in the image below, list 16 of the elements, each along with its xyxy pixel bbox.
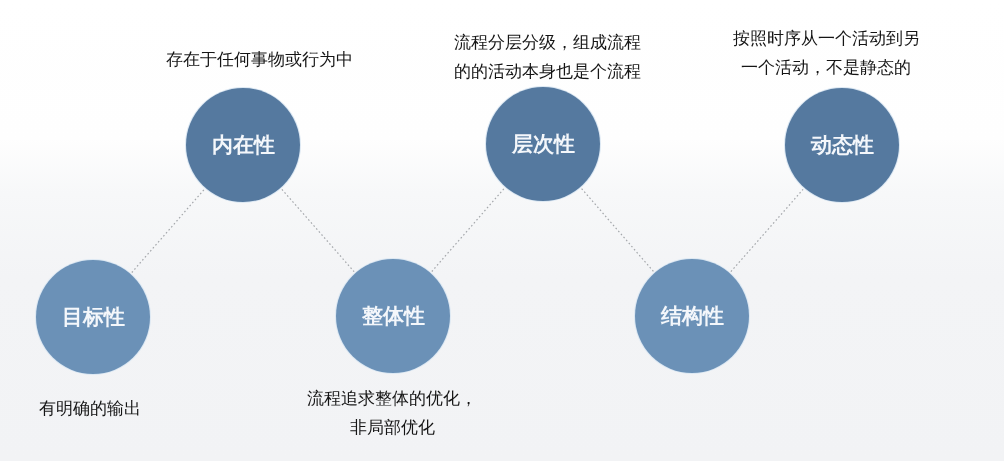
connector-line [431,187,505,273]
node-title: 内在性 [211,133,275,157]
description-text: 存在于任何事物或行为中 [164,48,354,71]
description-text: 按照时序从一个活动到另一个活动，不是静态的 [731,27,921,79]
node-title: 层次性 [511,132,575,156]
description-text: 流程追求整体的优化，非局部优化 [306,387,478,439]
node-title: 动态性 [810,133,874,157]
description-text: 流程分层分级，组成流程的的活动本身也是个流程 [452,31,642,83]
node-title: 目标性 [61,305,125,329]
description-text: 有明确的输出 [38,397,142,420]
node-title: 结构性 [660,304,724,328]
connector-line [281,188,355,273]
connector-line [581,188,654,272]
connector-line [131,188,205,274]
connector-line [730,188,804,273]
node-title: 整体性 [361,304,425,328]
